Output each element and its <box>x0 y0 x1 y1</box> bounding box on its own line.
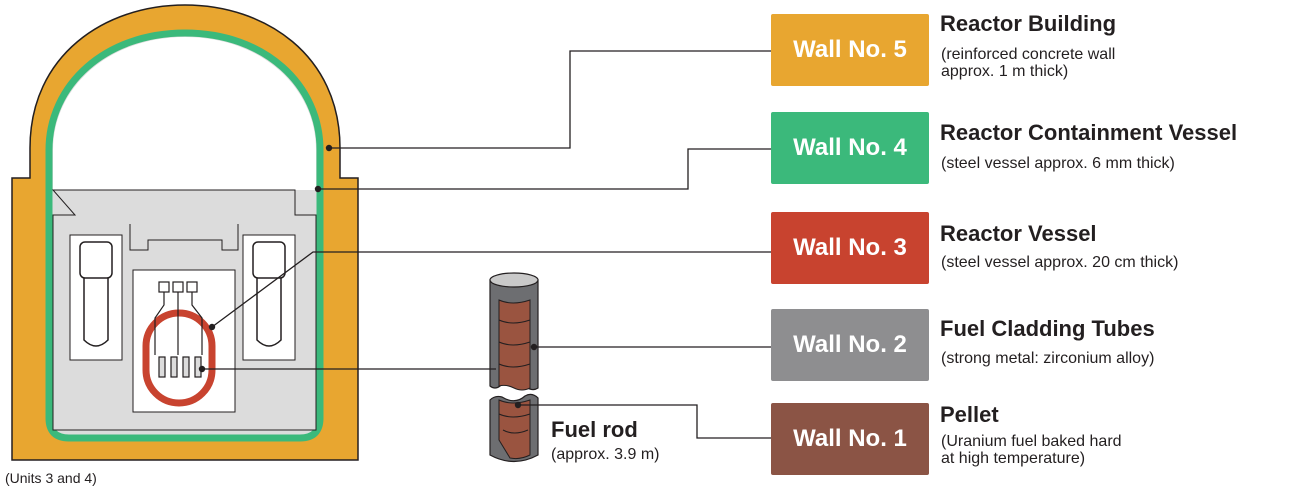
left-equipment-body <box>83 278 109 347</box>
reactor-vessel-shape <box>142 309 216 407</box>
leader-dot-wall-1 <box>514 401 522 409</box>
wall-5-desc: (reinforced concrete wall approx. 1 m th… <box>941 46 1116 80</box>
fuel-assembly <box>170 356 178 378</box>
leader-dot-wall-3 <box>208 323 216 331</box>
wall-5-box: Wall No. 5 <box>771 14 929 86</box>
wall-5-title: Reactor Building <box>940 11 1117 36</box>
wall-2-label: Wall No. 2 <box>793 331 907 358</box>
wall-2-box: Wall No. 2 <box>771 309 929 381</box>
fuel-assembly <box>182 356 190 378</box>
wall-5-label: Wall No. 5 <box>793 36 907 63</box>
pellet-dividers-upper <box>498 319 531 368</box>
leader-dot-wall-5 <box>325 144 333 152</box>
control-rod-drive <box>158 281 170 293</box>
wall-4-title: Reactor Containment Vessel <box>940 120 1238 145</box>
leader-line-wall-4 <box>318 148 771 190</box>
leader-line-wall-2 <box>202 346 771 370</box>
leader-dot-wall-2-rod <box>530 343 538 351</box>
fuel-rod-top <box>489 272 539 288</box>
wall-1-title: Pellet <box>940 402 999 427</box>
fuel-rod-desc: (approx. 3.9 m) <box>551 446 660 463</box>
wall-2-title: Fuel Cladding Tubes <box>940 316 1155 341</box>
leader-line-wall-3 <box>211 251 771 328</box>
wall-1-box: Wall No. 1 <box>771 403 929 475</box>
control-rod-drive <box>186 281 198 293</box>
wall-3-desc: (steel vessel approx. 20 cm thick) <box>941 254 1179 271</box>
wall-4-desc: (steel vessel approx. 6 mm thick) <box>941 155 1175 172</box>
pellet-dividers-lower <box>498 413 531 434</box>
right-equipment-top <box>252 241 286 279</box>
wall-3-label: Wall No. 3 <box>793 234 907 261</box>
wall-2-desc: (strong metal: zirconium alloy) <box>941 350 1155 367</box>
right-equipment-body <box>256 278 282 347</box>
wall-4-box: Wall No. 4 <box>771 112 929 184</box>
leader-line-wall-1 <box>518 404 771 439</box>
wall-3-box: Wall No. 3 <box>771 212 929 284</box>
fuel-rod-title: Fuel rod <box>551 417 638 442</box>
fuel-assembly <box>158 356 166 378</box>
wall-4-label: Wall No. 4 <box>793 134 907 161</box>
wall-3-title: Reactor Vessel <box>940 221 1097 246</box>
wall-1-desc: (Uranium fuel baked hard at high tempera… <box>941 433 1122 467</box>
units-note: (Units 3 and 4) <box>5 470 97 486</box>
leader-dot-wall-2-reactor <box>198 365 206 373</box>
leader-dot-wall-4 <box>314 185 322 193</box>
left-equipment-top <box>79 241 113 279</box>
control-rod-drive <box>172 281 184 293</box>
cavity-outline <box>129 224 239 251</box>
leader-line-wall-5 <box>329 50 771 149</box>
wall-1-label: Wall No. 1 <box>793 425 907 452</box>
pellet-cutaway-lower <box>498 399 531 460</box>
containment-dome-interior <box>53 37 316 190</box>
control-rod-lines <box>154 292 203 355</box>
